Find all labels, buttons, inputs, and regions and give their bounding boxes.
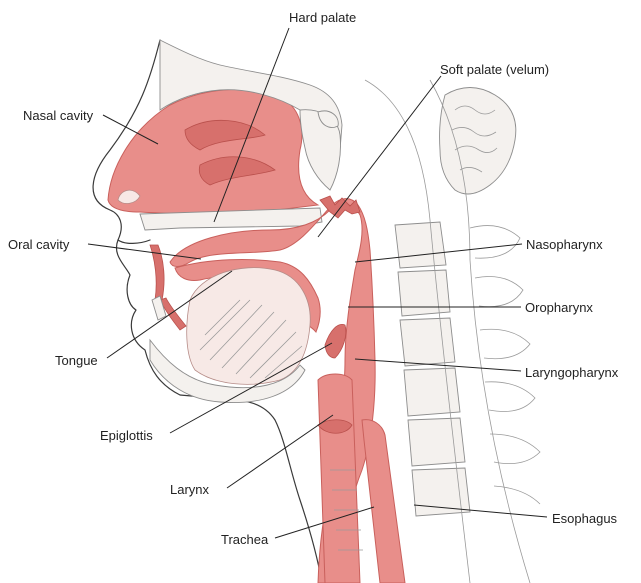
nasal-cavity <box>108 89 318 213</box>
epiglottis-shape <box>325 324 346 358</box>
tongue-shape <box>187 268 310 385</box>
label-epiglottis: Epiglottis <box>100 428 153 443</box>
label-larynx: Larynx <box>170 482 210 497</box>
label-trachea: Trachea <box>221 532 269 547</box>
label-tongue: Tongue <box>55 353 98 368</box>
label-oropharynx: Oropharynx <box>525 300 593 315</box>
label-oral-cavity: Oral cavity <box>8 237 70 252</box>
esophagus-shape <box>362 420 405 583</box>
label-laryngopharynx: Laryngopharynx <box>525 365 619 380</box>
label-esophagus: Esophagus <box>552 511 618 526</box>
label-nasopharynx: Nasopharynx <box>526 237 603 252</box>
label-hard-palate: Hard palate <box>289 10 356 25</box>
label-soft-palate: Soft palate (velum) <box>440 62 549 77</box>
leader-larynx <box>227 415 333 488</box>
label-nasal-cavity: Nasal cavity <box>23 108 94 123</box>
